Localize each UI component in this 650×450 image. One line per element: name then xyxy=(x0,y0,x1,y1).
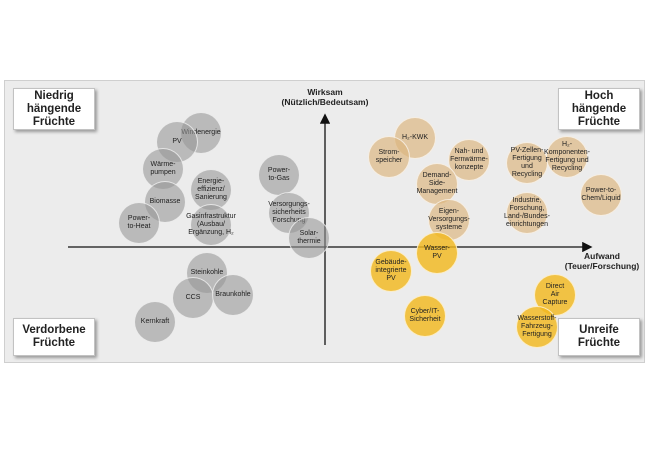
bubble-16: Strom- speicher xyxy=(368,136,410,178)
bubble-label: Biomasse xyxy=(149,198,181,205)
bubble-label: Gebäude- integrierte PV xyxy=(375,259,407,282)
bubble-label: Power-to- Chem/Liquid xyxy=(581,186,621,202)
bubble-label: H₂-Komponenten- Fertigung und Recycling xyxy=(544,141,590,172)
bubble-5: Power- to-Gas xyxy=(258,154,300,196)
bubble-label: Demand- Side- Management xyxy=(416,172,458,195)
bubble-label: Steinkohle xyxy=(190,268,224,276)
bubble-25: Gebäude- integrierte PV xyxy=(370,250,412,292)
y-axis-label: Wirksam (Nützlich/Bedeutsam) xyxy=(281,87,369,107)
quadrant-label-top-right: Hoch hängende Früchte xyxy=(558,88,640,130)
bubble-label: Strom- speicher xyxy=(375,149,403,164)
bubble-label: Direct Air Capture xyxy=(542,283,568,306)
bubble-19: H₂-Komponenten- Fertigung und Recycling xyxy=(544,136,590,178)
bubble-label: Wärme- pumpen xyxy=(150,161,176,176)
bubble-7: Versorgungs- sicherheits Forschung xyxy=(268,191,310,234)
bubble-8: Power- to-Heat xyxy=(118,202,160,244)
x-axis-label: Aufwand (Teuer/Forschung) xyxy=(564,251,640,271)
bubble-22: Industrie, Forschung, Land-/Bundes- einr… xyxy=(504,191,550,234)
bubble-label: PV xyxy=(172,138,182,145)
bubble-label: Versorgungs- sicherheits Forschung xyxy=(268,200,310,224)
bubble-label: H₂-KWK xyxy=(401,133,429,141)
bubble-label: Wasser- PV xyxy=(424,245,450,260)
bubble-label: PV-Zellen- Fertigung und Recycling xyxy=(510,147,544,178)
bubble-label: Nah- und Fernwärme- konzepte xyxy=(450,148,488,171)
bubble-label: Wasserstoff- Fahrzeug- Fertigung xyxy=(517,314,557,338)
bubble-label: Power- to-Gas xyxy=(267,167,291,182)
bubble-label: Kernkraft xyxy=(140,318,170,325)
bubble-label: Eigen- Versorgungs- systeme xyxy=(428,208,470,231)
bubble-21: Power-to- Chem/Liquid xyxy=(580,173,622,216)
bubble-label: Energie- effizienz/ Sanierung xyxy=(195,178,227,201)
bubble-label: CCS xyxy=(185,294,201,301)
bubble-28: Wasserstoff- Fahrzeug- Fertigung xyxy=(516,305,558,348)
bubble-27: Cyber/IT- Sicherheit xyxy=(404,295,446,337)
bubble-20: Demand- Side- Management xyxy=(416,163,458,205)
bubble-label: Power- to-Heat xyxy=(127,215,151,230)
bubble-label: Industrie, Forschung, Land-/Bundes- einr… xyxy=(504,196,550,228)
bubble-label: Gasinfrastruktur (Ausbau/ Ergänzung, H₂ xyxy=(186,212,236,236)
quadrant-label-bottom-right: Unreife Früchte xyxy=(558,318,640,356)
bubble-18: PV-Zellen- Fertigung und Recycling xyxy=(506,142,548,184)
bubble-13: Braunkohle xyxy=(212,274,254,316)
bubble-6: Biomasse xyxy=(144,181,186,223)
bubble-14: Kernkraft xyxy=(134,301,176,343)
bubble-label: Windenergie xyxy=(181,129,221,136)
bubble-label: Cyber/IT- Sicherheit xyxy=(409,308,441,323)
bubble-12: CCS xyxy=(172,277,214,319)
bubble-10: Solar- thermie xyxy=(288,217,330,259)
quadrant-label-bottom-left: Verdorbene Früchte xyxy=(13,318,95,356)
quadrant-label-top-left: Niedrig hängende Früchte xyxy=(13,88,95,130)
bubble-label: Braunkohle xyxy=(215,291,251,298)
bubble-9: Gasinfrastruktur (Ausbau/ Ergänzung, H₂ xyxy=(186,203,236,246)
bubble-24: Wasser- PV xyxy=(416,232,458,274)
bubble-label: Solar- thermie xyxy=(297,230,321,245)
